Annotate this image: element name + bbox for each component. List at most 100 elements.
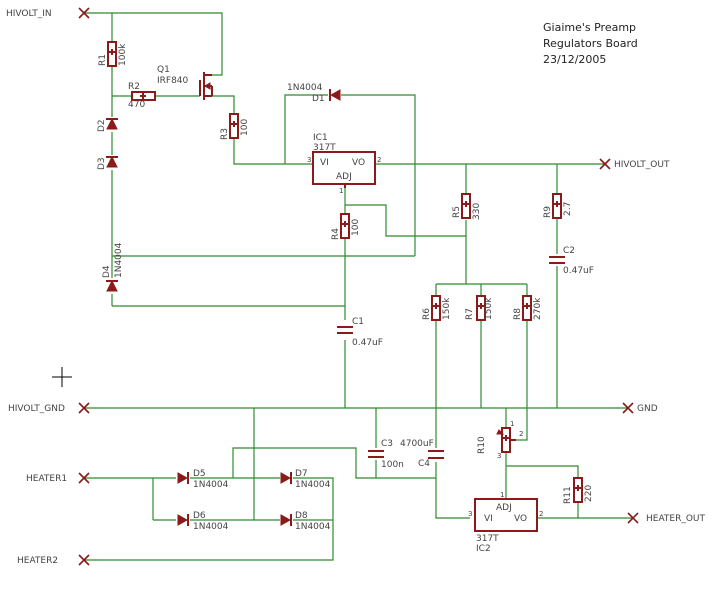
resistor-r7[interactable]: R7 150k [465, 295, 494, 321]
resistor-r6[interactable]: R6 150k [422, 295, 452, 321]
r2-name: R2 [128, 82, 140, 92]
regulator-ic1[interactable]: IC1 317T VI VO ADJ 3 2 1 [307, 133, 381, 195]
r8-name: R8 [513, 308, 523, 320]
diode-d4[interactable]: D4 1N4004 [102, 242, 124, 292]
r10-pin2: 2 [519, 430, 523, 438]
title-line-1: Giaime's Preamp [543, 21, 636, 34]
resistor-r9[interactable]: R9 2.7 [543, 193, 573, 219]
port-heater1[interactable]: HEATER1 [26, 472, 90, 484]
d3-name: D3 [97, 157, 107, 170]
d5-name: D5 [193, 469, 206, 479]
capacitor-c3[interactable]: C3 100n [368, 439, 404, 470]
x-marker-icon [78, 554, 90, 566]
d8-value: 1N4004 [295, 522, 331, 532]
r10-pin3: 3 [497, 452, 501, 460]
d4-value: 1N4004 [114, 242, 124, 278]
crosshair-cursor-icon [52, 367, 72, 387]
r5-name: R5 [452, 206, 462, 218]
d1-value: 1N4004 [287, 83, 323, 93]
resistor-r5[interactable]: R5 330 [452, 193, 482, 220]
resistor-r8[interactable]: R8 270k [513, 295, 543, 321]
diode-d1[interactable]: 1N4004 D1 [287, 83, 341, 104]
port-heater2-label: HEATER2 [17, 556, 58, 566]
ic2-vi: VI [484, 514, 493, 524]
r1-name: R1 [98, 54, 108, 66]
r11-value: 220 [584, 485, 594, 502]
r4-name: R4 [331, 228, 341, 240]
port-heater-out-label: HEATER_OUT [646, 514, 706, 524]
r2-value: 470 [128, 100, 145, 110]
ic2-value: 317T [476, 534, 499, 544]
port-hivolt-out[interactable]: HIVOLT_OUT [599, 158, 670, 170]
r8-value: 270k [533, 297, 543, 320]
d6-name: D6 [193, 511, 206, 521]
c1-name: C1 [352, 317, 364, 327]
resistor-r1[interactable]: R1 100k [98, 41, 128, 67]
r9-name: R9 [543, 206, 553, 218]
r5-value: 330 [472, 203, 482, 220]
potentiometer-r10[interactable]: R10 1 2 3 [477, 420, 523, 460]
r11-name: R11 [563, 486, 573, 504]
capacitor-c4[interactable]: 4700uF C4 [400, 439, 444, 469]
r7-name: R7 [465, 308, 475, 320]
c1-value: 0.47uF [352, 338, 383, 348]
capacitor-c2[interactable]: C2 0.47uF [549, 246, 594, 276]
ic1-pin3: 3 [307, 156, 311, 164]
mosfet-q1[interactable]: Q1 IRF840 [157, 65, 213, 100]
diode-d7[interactable]: D7 1N4004 [280, 469, 331, 490]
ic2-adj: ADJ [496, 503, 512, 513]
r3-value: 100 [240, 119, 250, 136]
wires [84, 12, 633, 561]
r10-name: R10 [477, 436, 487, 454]
ic2-pin1: 1 [500, 491, 504, 499]
ic1-pin2: 2 [377, 156, 381, 164]
port-hivolt-gnd[interactable]: HIVOLT_GND [8, 402, 90, 414]
port-heater-out[interactable]: HEATER_OUT [627, 512, 706, 524]
c2-value: 0.47uF [563, 266, 594, 276]
d6-value: 1N4004 [193, 522, 229, 532]
x-marker-icon [622, 402, 634, 414]
ic1-value: 317T [313, 143, 336, 153]
resistor-r11[interactable]: R11 220 [563, 477, 594, 504]
resistor-r2[interactable]: R2 470 [128, 82, 156, 110]
resistor-r3[interactable]: R3 100 [220, 113, 250, 140]
regulator-ic2[interactable]: ADJ VI VO 317T IC2 3 2 1 [468, 491, 543, 554]
diode-d5[interactable]: D5 1N4004 [177, 469, 229, 490]
capacitor-c1[interactable]: C1 0.47uF [337, 317, 383, 348]
c3-value: 100n [381, 460, 404, 470]
port-heater2[interactable]: HEATER2 [17, 554, 90, 566]
diode-d8[interactable]: D8 1N4004 [280, 511, 331, 532]
d8-name: D8 [295, 511, 308, 521]
ic1-vo: VO [352, 158, 365, 168]
d1-name: D1 [312, 94, 325, 104]
port-gnd[interactable]: GND [622, 402, 658, 414]
r4-value: 100 [351, 219, 361, 236]
r9-value: 2.7 [563, 202, 573, 216]
r10-pin1: 1 [510, 420, 514, 428]
c4-value: 4700uF [400, 439, 434, 449]
d7-name: D7 [295, 469, 308, 479]
c3-name: C3 [381, 439, 393, 449]
zener-d3[interactable]: D3 [97, 155, 118, 170]
r3-name: R3 [220, 128, 230, 140]
resistor-r4[interactable]: R4 100 [331, 213, 361, 240]
diode-d6[interactable]: D6 1N4004 [177, 511, 229, 532]
title-line-2: Regulators Board [543, 37, 638, 50]
port-hivolt-gnd-label: HIVOLT_GND [8, 404, 65, 414]
ic2-pin3: 3 [468, 510, 472, 518]
c2-name: C2 [563, 246, 575, 256]
ic1-adj: ADJ [336, 172, 352, 182]
c4-name: C4 [418, 459, 430, 469]
port-hivolt-out-label: HIVOLT_OUT [614, 160, 670, 170]
r7-value: 150k [484, 297, 494, 320]
q1-name: Q1 [157, 65, 170, 75]
ic1-pin1: 1 [339, 187, 343, 195]
r1-value: 100k [118, 43, 128, 66]
x-marker-icon [78, 472, 90, 484]
d4-name: D4 [102, 265, 112, 278]
port-hivolt-in[interactable]: HIVOLT_IN [6, 7, 90, 19]
port-heater1-label: HEATER1 [26, 474, 67, 484]
zener-d2[interactable]: D2 [97, 117, 118, 132]
d7-value: 1N4004 [295, 480, 331, 490]
ic1-name: IC1 [313, 133, 328, 143]
